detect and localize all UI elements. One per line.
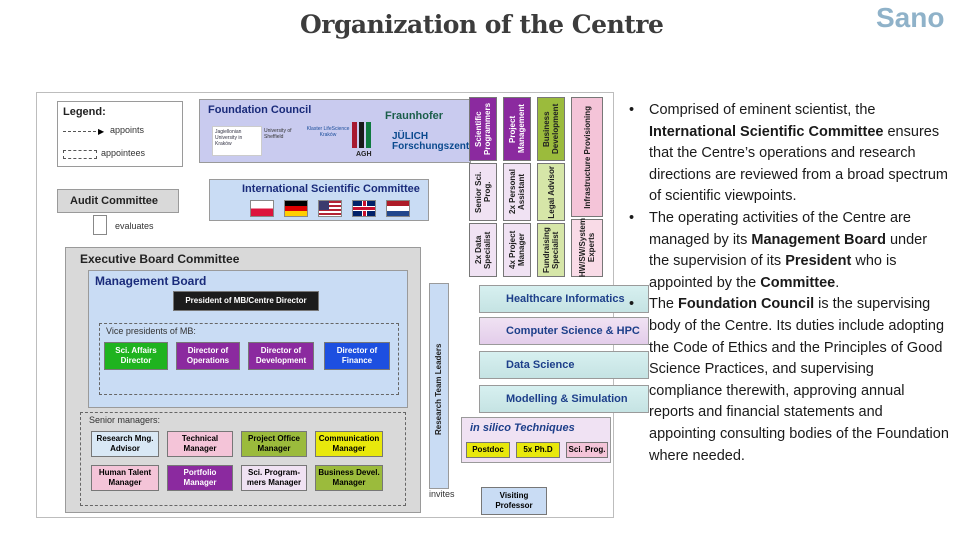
agh-logo-mark (352, 122, 380, 158)
visiting-professor: Visiting Professor (481, 487, 547, 515)
evaluates-arrow (93, 215, 107, 235)
isc-title: International Scientific Committee (242, 183, 420, 195)
sano-logo: Sano (876, 2, 945, 33)
evaluates-label: evaluates (115, 221, 154, 231)
sm-technical-manager: Technical Manager (167, 431, 233, 457)
vp-operations: Director of Operations (176, 342, 240, 370)
flag-netherlands-icon (386, 200, 410, 217)
team-modelling-simulation: Modelling & Simulation (479, 385, 649, 413)
role-data-specialist: 2x Data Specialist (469, 223, 497, 277)
in-silico-techniques: in silico Techniques Postdoc 5x Ph.D Sci… (461, 417, 611, 463)
foundation-council: Foundation Council Jagiellonian Universi… (199, 99, 489, 163)
audit-committee: Audit Committee (57, 189, 179, 213)
in-silico-phd: 5x Ph.D (516, 442, 560, 458)
sm-sci-programmers-manager: Sci. Program-mers Manager (241, 465, 307, 491)
vp-development: Director of Development (248, 342, 314, 370)
fraunhofer-logo: Fraunhofer (385, 110, 444, 122)
vertical-roles-grid: Scientific Programmers Project Managemen… (469, 97, 603, 278)
foundation-council-title: Foundation Council (208, 104, 312, 116)
in-silico-postdoc: Postdoc (466, 442, 510, 458)
vp-finance: Director of Finance (324, 342, 390, 370)
sm-human-talent-manager: Human Talent Manager (91, 465, 159, 491)
agh-logo: AGH (356, 151, 372, 158)
executive-board-committee: Executive Board Committee Management Boa… (65, 247, 421, 513)
sm-business-devel-manager: Business Devel. Manager (315, 465, 383, 491)
appointees-box (63, 150, 97, 159)
legend-appointees: appointees (101, 148, 146, 158)
flag-uk-icon (352, 200, 376, 217)
vp-title: Vice presidents of MB: (106, 326, 196, 336)
management-board: Management Board President of MB/Centre … (88, 270, 408, 408)
flag-usa-icon (318, 200, 342, 217)
team-healthcare-informatics: Healthcare Informatics (479, 285, 649, 313)
role-project-manager: 4x Project Manager (503, 223, 531, 277)
arrow-icon: ▶ (98, 127, 105, 136)
appoints-line (63, 131, 101, 132)
senior-managers-group: Senior managers: Research Mng. Advisor T… (80, 412, 406, 506)
slide-title: Organization of the Centre (300, 10, 664, 39)
ebc-title: Executive Board Committee (80, 252, 240, 266)
role-infrastructure-provisioning: Infrastructure Provisioning (571, 97, 603, 217)
bullet-isc: Comprised of eminent scientist, the Inte… (627, 100, 949, 208)
in-silico-sci-prog: Sci. Prog. (566, 442, 608, 458)
management-board-title: Management Board (95, 274, 207, 288)
role-hw-sw-experts: HW/SW/System Experts (571, 218, 603, 278)
sm-portfolio-manager: Portfolio Manager (167, 465, 233, 491)
team-data-science: Data Science (479, 351, 649, 379)
research-team-leaders: Research Team Leaders (429, 283, 449, 489)
legend-title: Legend: (63, 106, 106, 118)
vp-sci-affairs: Sci. Affairs Director (104, 342, 168, 370)
sm-research-mng-advisor: Research Mng. Advisor (91, 431, 159, 457)
org-chart: Legend: ▶ appoints appointees Foundation… (36, 92, 649, 518)
in-silico-title: in silico Techniques (470, 422, 575, 434)
description-bullets: Comprised of eminent scientist, the Inte… (627, 100, 949, 467)
senior-title: Senior managers: (89, 415, 161, 425)
sm-project-office-manager: Project Office Manager (241, 431, 307, 457)
role-personal-assistant: 2x Personal Assistant (503, 163, 531, 221)
role-scientific-programmers: Scientific Programmers (469, 97, 497, 161)
sheffield-logo: University of Sheffield (264, 128, 292, 140)
legend: Legend: ▶ appoints appointees (57, 101, 183, 167)
sm-communication-manager: Communication Manager (315, 431, 383, 457)
julich-logo: JÜLICH Forschungszentrum (392, 131, 489, 152)
role-project-management: Project Management (503, 97, 531, 161)
role-business-development: Business Development (537, 97, 565, 161)
role-legal-advisor: Legal Advisor (537, 163, 565, 221)
klaster-logo: Klaster LifeScience Kraków (306, 126, 350, 138)
legend-appoints: appoints (110, 125, 145, 135)
president-box: President of MB/Centre Director (173, 291, 319, 311)
flag-poland-icon (250, 200, 274, 217)
bullet-foundation-council: The Foundation Council is the supervisin… (627, 294, 949, 467)
bullet-management-board: The operating activities of the Centre a… (627, 208, 949, 294)
vp-group: Vice presidents of MB: Sci. Affairs Dire… (99, 323, 399, 395)
uj-logo: Jagiellonian University in Kraków (212, 126, 262, 156)
flag-germany-icon (284, 200, 308, 217)
invites-label: invites (429, 489, 455, 499)
isc: International Scientific Committee (209, 179, 429, 221)
role-fundraising-specialist: Fundraising Specialist (537, 223, 565, 277)
audit-committee-title: Audit Committee (70, 195, 158, 207)
team-computer-science-hpc: Computer Science & HPC (479, 317, 649, 345)
role-senior-sci-prog: Senior Sci. Prog. (469, 163, 497, 221)
